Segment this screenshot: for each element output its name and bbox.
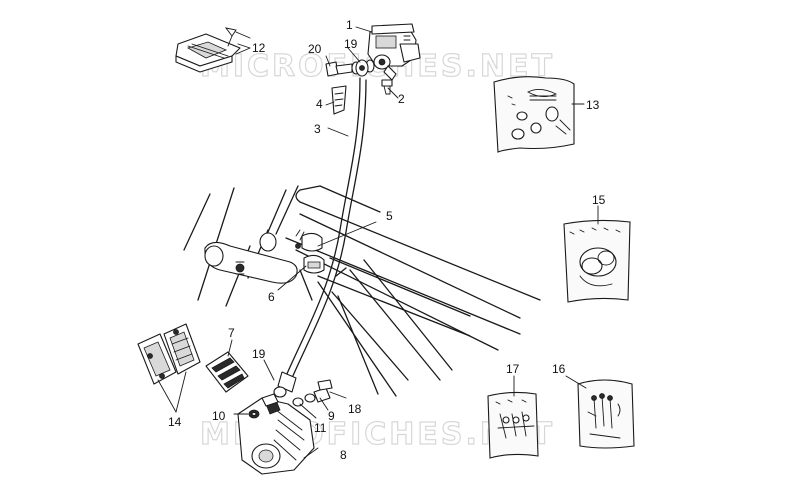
kit-bag-17 — [487, 391, 539, 459]
banjo-bolt-top — [325, 59, 375, 77]
label-part-17: 17 — [506, 362, 520, 376]
label-part-12: 12 — [252, 41, 266, 55]
label-part-13: 13 — [586, 98, 600, 112]
label-part-7: 7 — [228, 326, 235, 340]
label-part-11: 11 — [314, 421, 327, 435]
label-part-10: 10 — [212, 409, 226, 423]
label-part-19-bottom: 19 — [252, 347, 266, 361]
label-part-14: 14 — [168, 415, 182, 429]
kit-bag-16 — [577, 379, 635, 449]
master-cylinder — [367, 23, 421, 81]
lower-banjo-bolt — [292, 379, 333, 407]
label-part-5: 5 — [386, 209, 393, 223]
label-part-6: 6 — [268, 290, 275, 304]
screw-2 — [381, 79, 393, 95]
label-part-16: 16 — [552, 362, 566, 376]
washer-10 — [248, 409, 260, 419]
frame-tubes — [183, 185, 541, 397]
reservoir-cover-12 — [175, 27, 251, 73]
label-part-3: 3 — [314, 122, 321, 136]
brake-pads-14 — [137, 323, 201, 385]
hose-guide-5 — [295, 229, 323, 252]
pad-spring-7 — [205, 351, 249, 393]
hose-clip-4 — [331, 85, 347, 115]
label-part-19-top: 19 — [344, 37, 358, 51]
label-part-2: 2 — [398, 92, 405, 106]
hose-guide-6 — [303, 254, 325, 274]
label-part-20: 20 — [308, 42, 322, 56]
label-part-9: 9 — [328, 409, 335, 423]
brake-hose — [273, 77, 367, 398]
label-part-8: 8 — [340, 448, 347, 462]
label-part-15: 15 — [592, 193, 606, 207]
leader-lines — [157, 26, 599, 459]
kit-bag-13 — [493, 76, 575, 153]
part-number-labels: 1 2 3 4 5 6 7 8 9 10 11 12 13 14 15 16 1… — [168, 18, 606, 462]
kit-bag-15 — [563, 219, 631, 303]
label-part-4: 4 — [316, 97, 323, 111]
label-part-18: 18 — [348, 402, 362, 416]
label-part-1: 1 — [346, 18, 353, 32]
